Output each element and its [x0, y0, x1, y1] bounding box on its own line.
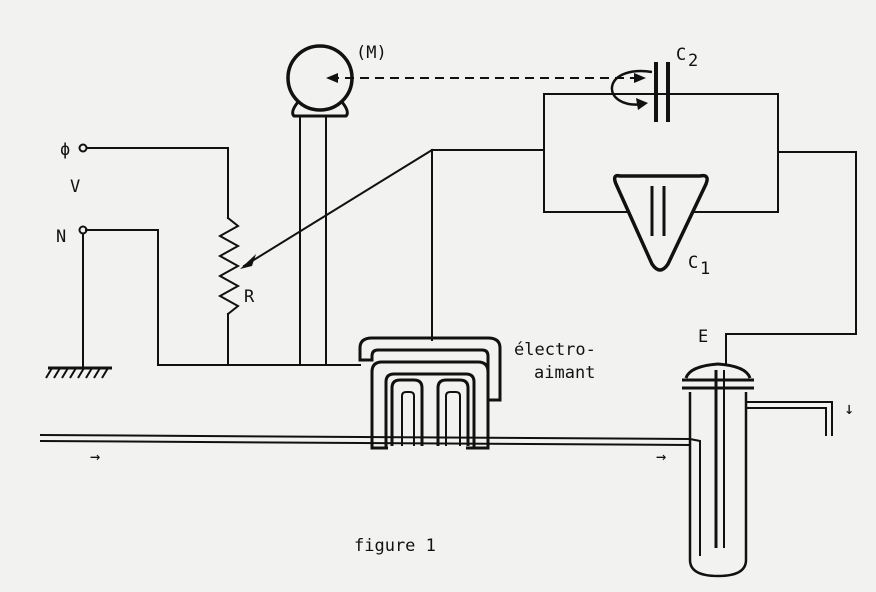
voltage-label: V [70, 177, 80, 197]
wiper-arrowhead [240, 254, 256, 269]
flow-pipe [39, 434, 701, 556]
phase-terminal [78, 143, 88, 153]
flow-arrow-mid: → [656, 447, 666, 467]
electromagnet-label-line2: aimant [534, 363, 595, 383]
resistor-label: R [244, 287, 255, 307]
c2-label-main: C [676, 45, 686, 65]
link-arrow-right [634, 73, 646, 83]
outlet-pipe-outer [746, 401, 833, 436]
neutral-label: N [56, 227, 66, 247]
rotation-arrow-icon [610, 69, 653, 106]
phase-wire [86, 147, 229, 219]
resistor-wiper [242, 148, 434, 268]
electromagnet [358, 336, 502, 450]
variable-capacitor-c2 [610, 62, 670, 122]
neutral-wire [85, 229, 361, 366]
c1-label-sub: 1 [700, 259, 710, 279]
motor-circle [286, 44, 354, 112]
phase-label: ϕ [60, 140, 70, 160]
ground-symbol [45, 366, 112, 379]
flow-arrow-down: ↓ [844, 399, 854, 419]
flow-arrow-left: → [90, 447, 100, 467]
c1-label-main: C [688, 253, 698, 273]
link-arrow-left [326, 73, 338, 83]
figure-caption: figure 1 [354, 536, 436, 556]
motor-label: (M) [356, 43, 387, 63]
c2-label-sub: 2 [688, 51, 698, 71]
motor-base [291, 101, 349, 118]
electrode-vessel [682, 362, 833, 578]
electrode-wire [725, 151, 857, 371]
capacitor-c1 [612, 173, 709, 272]
outlet-pipe-inner [746, 407, 827, 436]
electrode-label: E [698, 327, 708, 347]
resistor-zigzag [217, 216, 241, 316]
electromagnet-label-line1: électro- [514, 340, 596, 360]
